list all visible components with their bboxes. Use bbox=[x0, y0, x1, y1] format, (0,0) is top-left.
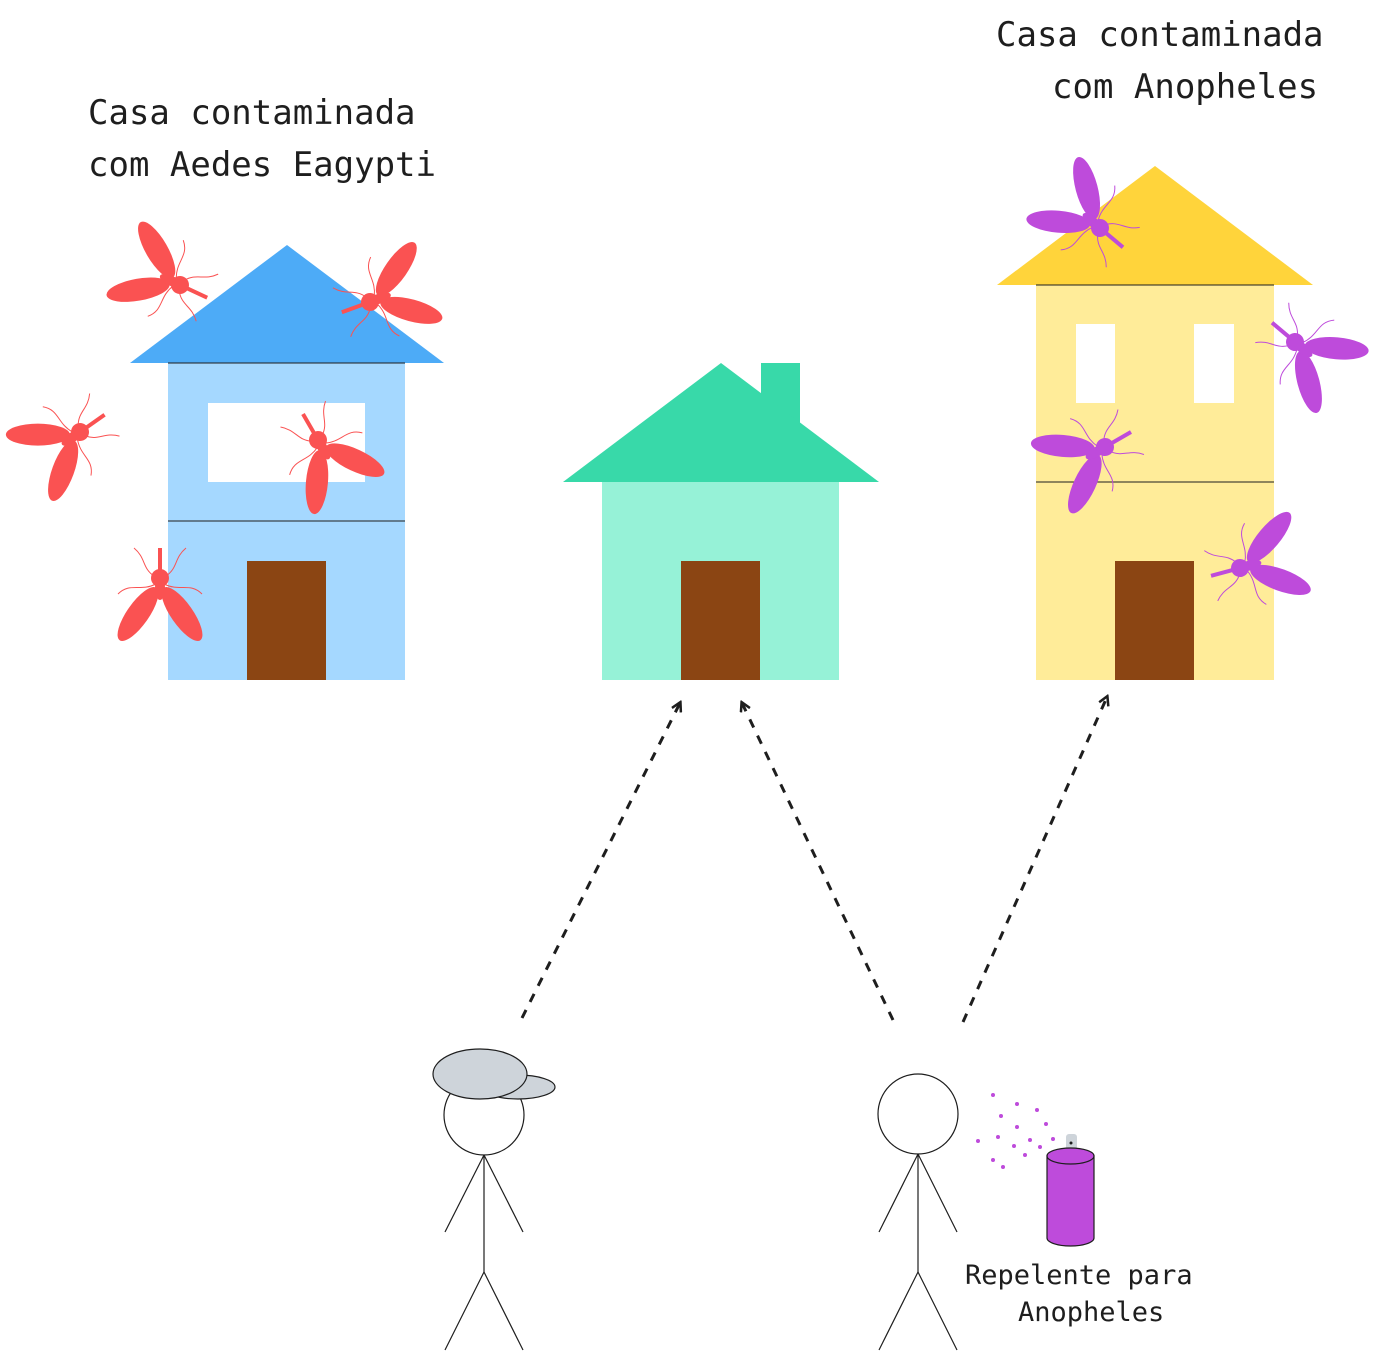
arrow-person1-to-green-house bbox=[520, 703, 680, 1019]
repellent-spray-can-icon bbox=[1046, 1134, 1095, 1247]
door bbox=[1115, 561, 1194, 680]
cap-icon bbox=[432, 1048, 528, 1100]
repellent-label-line1: Repelente para bbox=[965, 1260, 1193, 1291]
person-with-cap bbox=[432, 1048, 556, 1351]
anopheles-house-title-line2: com Anopheles bbox=[1052, 67, 1318, 107]
door bbox=[681, 561, 760, 680]
door bbox=[247, 561, 326, 680]
blue-house bbox=[130, 245, 444, 680]
yellow-house bbox=[997, 166, 1313, 680]
window bbox=[1194, 324, 1234, 403]
aedes-house-title-line1: Casa contaminada bbox=[88, 93, 416, 133]
spray-mist bbox=[976, 1093, 1055, 1169]
aedes-house-title-line2: com Aedes Eagypti bbox=[88, 145, 436, 185]
anopheles-house-title-line1: Casa contaminada bbox=[996, 15, 1324, 55]
arrow-person2-to-green-house bbox=[742, 703, 895, 1021]
person-with-repellent bbox=[877, 1073, 959, 1351]
repellent-label-line2: Anopheles bbox=[1018, 1297, 1164, 1328]
green-house bbox=[563, 363, 879, 680]
window bbox=[208, 403, 365, 482]
window bbox=[1076, 324, 1115, 403]
arrow-person2-to-yellow-house bbox=[961, 697, 1107, 1023]
mosquito-icon bbox=[0, 372, 135, 514]
